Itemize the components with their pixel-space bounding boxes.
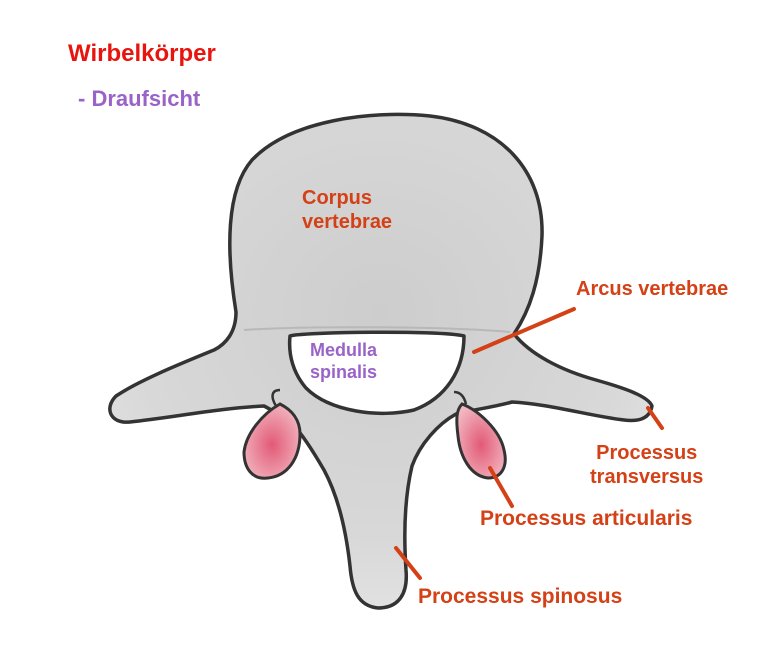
label-corpus-vertebrae: Corpus vertebrae xyxy=(302,187,393,233)
pointer-arcus xyxy=(472,307,576,354)
pointer-articularis xyxy=(488,466,514,508)
label-processus-spinosus: Processus spinosus xyxy=(418,585,623,608)
corpus-lower-border xyxy=(243,326,511,333)
label-medulla-spinalis: Medulla spinalis xyxy=(310,340,378,382)
label-arcus-vertebrae: Arcus vertebrae xyxy=(576,278,729,300)
articular-process-right xyxy=(455,402,507,480)
articular-process-left xyxy=(242,402,302,480)
articular-process-right-stem xyxy=(453,390,468,405)
spinal-canal xyxy=(287,330,466,416)
diagram-title: Wirbelkörper xyxy=(68,40,216,67)
label-processus-articularis: Processus articularis xyxy=(480,507,693,530)
label-processus-transversus: Processus transversus xyxy=(590,442,704,488)
pointer-spinosus xyxy=(394,546,422,580)
pointer-transversus xyxy=(646,406,664,430)
articular-process-left-stem xyxy=(271,388,281,407)
diagram-subtitle: - Draufsicht xyxy=(78,86,201,111)
